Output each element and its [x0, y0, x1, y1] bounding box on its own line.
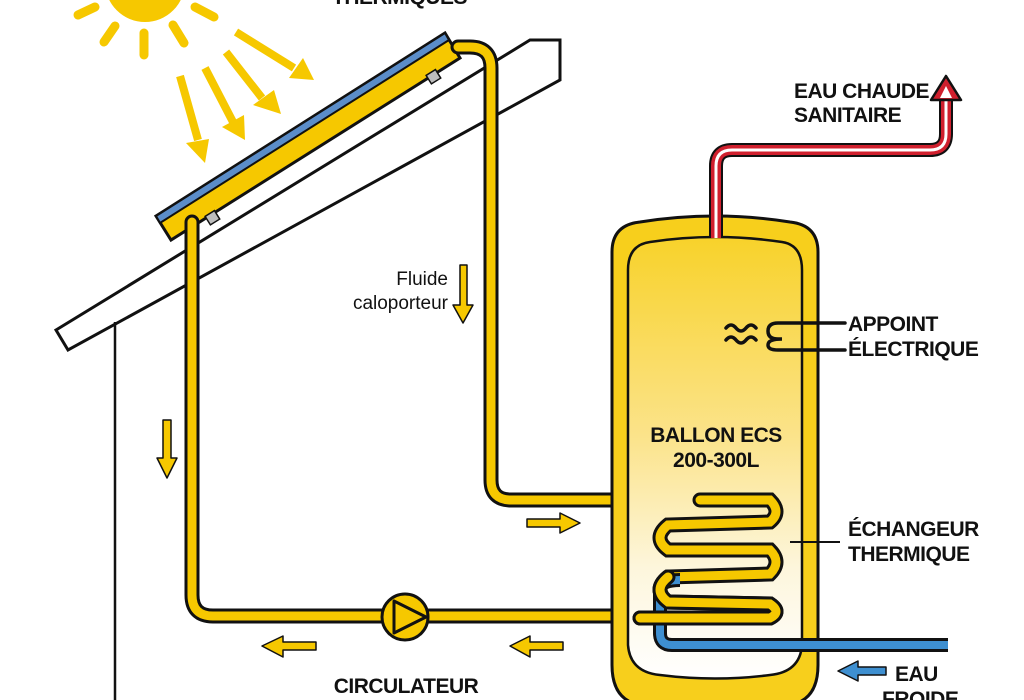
svg-text:ÉLECTRIQUE: ÉLECTRIQUE [848, 338, 979, 361]
title-partial: THERMIQUES [332, 0, 468, 9]
label-tank: BALLON ECS 200-300L [650, 424, 782, 472]
svg-text:caloporteur: caloporteur [353, 293, 449, 314]
label-electric-backup: APPOINT ÉLECTRIQUE [848, 313, 979, 361]
sun-ray-arrows [176, 28, 314, 163]
cold-water-arrow [837, 660, 887, 682]
svg-text:ÉCHANGEUR: ÉCHANGEUR [848, 518, 979, 541]
collector-loop-pipe [184, 39, 708, 624]
roof [53, 38, 562, 700]
label-fluid: Fluide caloporteur [353, 269, 449, 314]
svg-text:Fluide: Fluide [396, 269, 448, 290]
flow-arrows [156, 264, 581, 658]
svg-text:APPOINT: APPOINT [848, 313, 939, 336]
sun-icon [73, 0, 219, 60]
label-hot-water: EAU CHAUDE SANITAIRE [794, 80, 930, 127]
label-cold-water: EAU FROIDE [882, 663, 959, 700]
electric-heater-icon [724, 321, 847, 352]
label-pump: CIRCULATEUR [334, 675, 479, 698]
solar-panel [153, 30, 463, 243]
svg-text:BALLON ECS: BALLON ECS [650, 424, 782, 447]
svg-text:EAU CHAUDE: EAU CHAUDE [794, 80, 930, 103]
label-heat-exchanger: ÉCHANGEUR THERMIQUE [848, 518, 980, 566]
svg-text:THERMIQUE: THERMIQUE [848, 543, 970, 566]
svg-text:FROIDE: FROIDE [882, 688, 959, 700]
hot-water-pipe [709, 74, 963, 238]
svg-text:EAU: EAU [895, 663, 938, 686]
svg-text:SANITAIRE: SANITAIRE [794, 104, 902, 127]
pump-icon [380, 592, 430, 642]
svg-text:200-300L: 200-300L [673, 449, 760, 472]
